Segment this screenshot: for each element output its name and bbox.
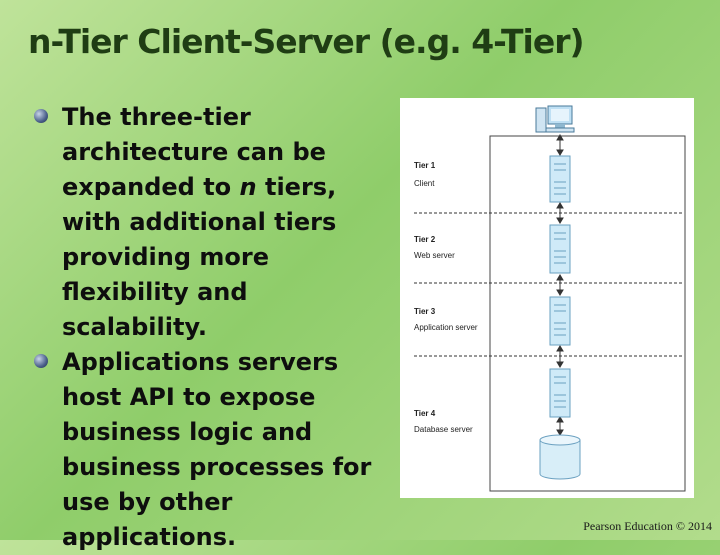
client-computer-icon xyxy=(535,105,575,133)
bullet-text-pre: The three-tier architecture can be expan… xyxy=(62,103,326,201)
tier-3-name: Tier 3 xyxy=(414,307,436,316)
tier-4-name: Tier 4 xyxy=(414,409,436,418)
copyright-credit: Pearson Education © 2014 xyxy=(583,519,712,533)
bullet-item: Applications servers host API to expose … xyxy=(28,345,398,555)
web-server-icon xyxy=(549,155,571,203)
diagram-frame xyxy=(489,135,686,492)
tier-1-desc: Client xyxy=(414,179,435,188)
application-server-icon xyxy=(549,296,571,346)
tier-2-name: Tier 2 xyxy=(414,235,436,244)
bullet-dot-icon xyxy=(34,109,48,123)
slide-title: n-Tier Client-Server (e.g. 4-Tier) xyxy=(28,22,585,61)
bullet-text-post: tiers, with additional tiers providing m… xyxy=(62,173,337,341)
bullet-text-pre: Applications servers host API to expose … xyxy=(62,348,372,551)
web-server-icon xyxy=(549,224,571,274)
database-cylinder-icon xyxy=(539,434,581,480)
tier-1-name: Tier 1 xyxy=(414,161,436,170)
tier-3-desc: Application server xyxy=(414,323,478,332)
ntier-diagram: Tier 1 Client Tier 2 Web server Tier 3 A… xyxy=(400,98,694,498)
tier-2-desc: Web server xyxy=(414,251,455,260)
bullet-text-em: n xyxy=(239,173,257,201)
database-server-icon xyxy=(549,368,571,418)
bullet-dot-icon xyxy=(34,354,48,368)
bullet-item: The three-tier architecture can be expan… xyxy=(28,100,398,345)
tier-4-desc: Database server xyxy=(414,425,473,434)
bullet-list: The three-tier architecture can be expan… xyxy=(28,100,398,555)
